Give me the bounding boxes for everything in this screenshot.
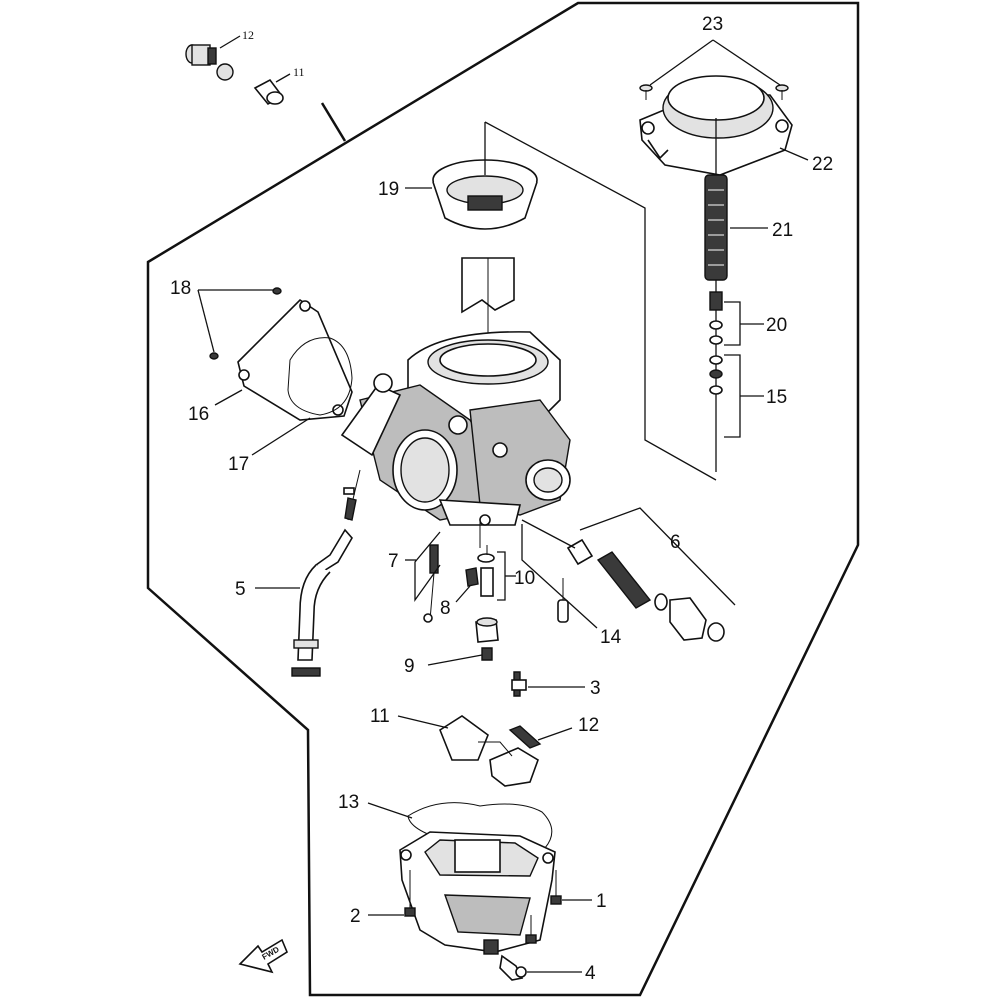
float-bowl <box>399 831 556 955</box>
callout-7: 7 <box>388 551 399 572</box>
idle-spring <box>596 551 652 609</box>
jet-needle <box>709 355 723 468</box>
callout-5: 5 <box>235 579 246 600</box>
starter-jet <box>465 567 479 587</box>
fuel-hose <box>291 469 361 677</box>
callout-12-top: 12 <box>242 28 254 42</box>
callout-14: 14 <box>600 627 622 648</box>
forward-direction-arrow: FWD <box>238 938 288 974</box>
float-pin-clip <box>511 671 527 697</box>
bowl-screw-bottom <box>525 915 537 944</box>
callout-20: 20 <box>766 315 787 336</box>
side-cover-screw-top <box>272 287 282 295</box>
cover-screw-right <box>775 84 789 100</box>
callout-13: 13 <box>338 792 359 813</box>
callout-15: 15 <box>766 387 787 408</box>
assembly-frame <box>146 1 860 997</box>
float <box>439 715 539 787</box>
callout-18: 18 <box>170 278 191 299</box>
sleeve-small-part <box>253 73 291 106</box>
needle-jet <box>477 545 495 597</box>
side-cover-screw-left <box>209 352 219 360</box>
bowl-screw-right <box>550 870 562 905</box>
callout-11: 11 <box>370 706 390 727</box>
callout-11-top: 11 <box>293 65 305 79</box>
cover-o-ring <box>287 337 353 416</box>
main-jet-holder <box>475 617 499 661</box>
bowl-screw-left <box>404 870 416 917</box>
callout-3: 3 <box>590 678 601 699</box>
callout-16: 16 <box>188 404 209 425</box>
carburetor-body <box>340 331 571 548</box>
idle-adjust-screw-set <box>566 538 725 642</box>
callout-6: 6 <box>670 532 681 553</box>
callout-22: 22 <box>812 154 833 175</box>
callout-4: 4 <box>585 963 596 984</box>
choke-cover <box>237 298 353 421</box>
callout-17: 17 <box>228 454 249 475</box>
callout-19: 19 <box>378 179 399 200</box>
drain-screw <box>499 954 527 981</box>
assembly-guide-line <box>484 121 717 481</box>
callout-23: 23 <box>702 14 723 35</box>
needle-retainer-set <box>709 291 723 345</box>
cover-screw-left <box>639 84 653 100</box>
callout-2: 2 <box>350 906 361 927</box>
vacuum-piston-diaphragm <box>432 122 538 230</box>
callout-10: 10 <box>514 568 535 589</box>
float-valve-needle <box>508 725 542 749</box>
callout-12: 12 <box>578 715 599 736</box>
throttle-spring <box>704 174 728 281</box>
frame-pointer <box>320 102 347 142</box>
callout-9: 9 <box>404 656 415 677</box>
top-cover <box>639 75 793 176</box>
callout-21: 21 <box>772 220 793 241</box>
callout-1: 1 <box>596 891 607 912</box>
idle-screw-small-part <box>185 35 241 81</box>
callout-8: 8 <box>440 598 451 619</box>
